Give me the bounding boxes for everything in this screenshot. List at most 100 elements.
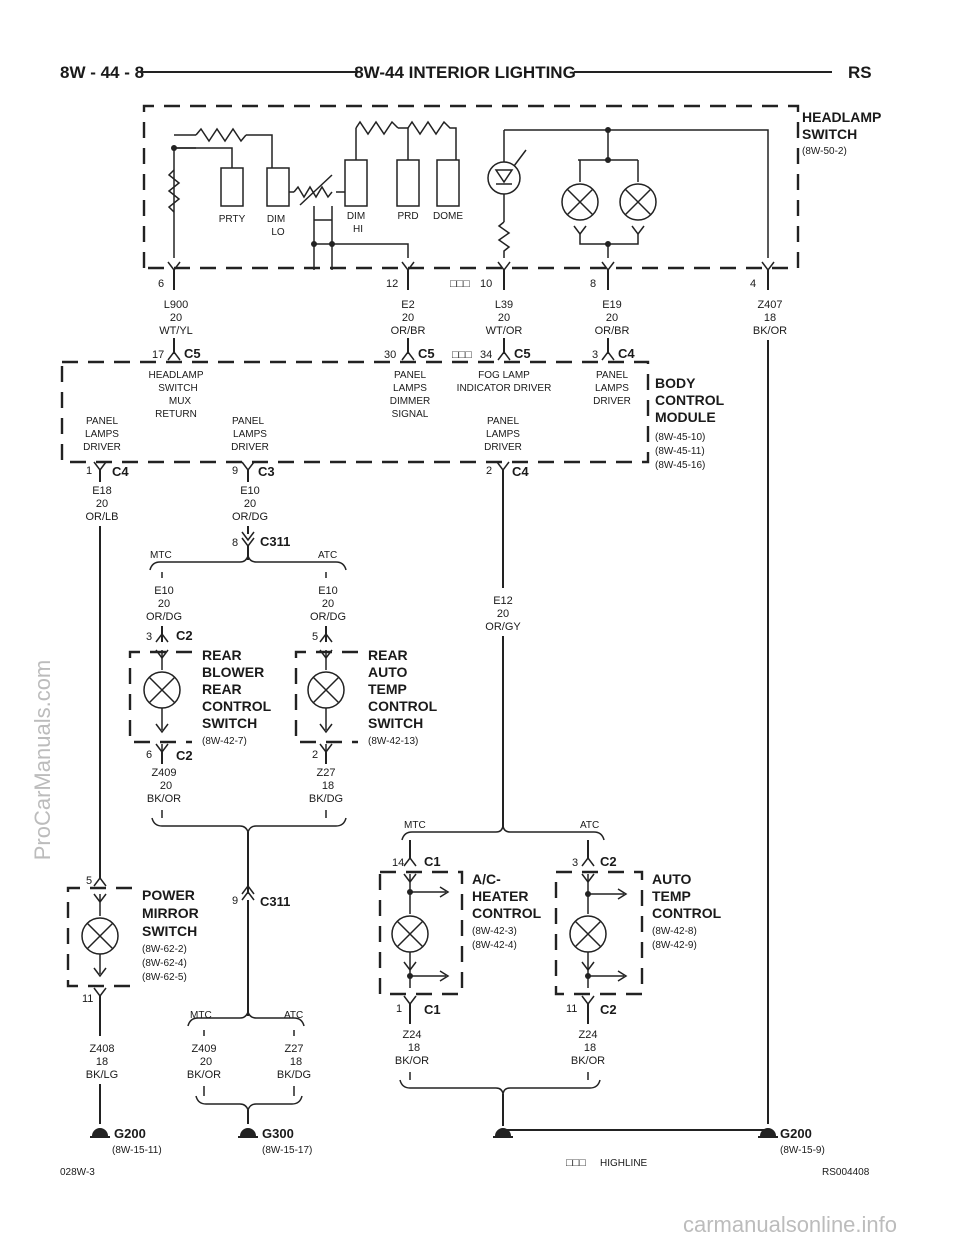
wire-color: BK/LG	[86, 1069, 118, 1081]
auto-temp-control: 3 C2 AUTO TEMP CONTROL (8W-42-8) (8W-42-…	[554, 854, 722, 1080]
component-ref: (8W-62-2)	[142, 944, 187, 955]
pin-desc: PANEL	[596, 370, 628, 381]
header-right: RS	[848, 63, 872, 82]
junction-dot	[585, 891, 591, 897]
wire-color: OR/DG	[146, 611, 182, 623]
fog-indicator-led-icon	[487, 161, 521, 195]
wire-color: OR/LB	[85, 511, 118, 523]
component-title: CONTROL	[652, 905, 722, 921]
dome-label: DOME	[433, 211, 463, 222]
pin-desc: LAMPS	[85, 429, 119, 440]
ground-name: G300	[262, 1126, 294, 1141]
wire-color: BK/DG	[309, 793, 343, 805]
junction-dot	[311, 241, 317, 247]
pin-number: 3	[146, 631, 152, 643]
highline-mark: □□□	[450, 278, 470, 290]
wire-gauge: 20	[96, 498, 108, 510]
bcm-ref-1: (8W-45-10)	[655, 432, 705, 443]
pin-desc: DRIVER	[231, 442, 269, 453]
pin-number: 5	[312, 631, 318, 643]
pin-number: 14	[392, 857, 404, 869]
wire-color: OR/BR	[595, 325, 630, 337]
pin-number: 6	[158, 278, 164, 290]
ground-name: G200	[114, 1126, 146, 1141]
bcm-ref-3: (8W-45-16)	[655, 460, 705, 471]
component-ref: (8W-42-8)	[652, 926, 697, 937]
atc-label: ATC	[318, 550, 337, 561]
pin-number: 1	[396, 1003, 402, 1015]
pin-number: 12	[386, 278, 398, 290]
wire-gauge: 20	[498, 312, 510, 324]
pin-desc: RETURN	[155, 409, 197, 420]
pin-desc: PANEL	[86, 416, 118, 427]
junction-dot	[585, 973, 591, 979]
switch-pin-4: 4 Z407 18 BK/OR	[750, 261, 787, 1124]
ground-ref: (8W-15-9)	[780, 1145, 825, 1156]
connector-id: C5	[514, 346, 531, 361]
wire-gauge: 20	[402, 312, 414, 324]
wire-color: BK/DG	[277, 1069, 311, 1081]
pin-number: 2	[486, 465, 492, 477]
wire-gauge: 18	[96, 1056, 108, 1068]
pin-desc: FOG LAMP	[478, 370, 530, 381]
pin-number: 6	[146, 749, 152, 761]
junction-dot	[407, 889, 413, 895]
footer-left: 028W-3	[60, 1167, 95, 1178]
pin-number: 4	[750, 278, 756, 290]
component-title: BLOWER	[202, 664, 264, 680]
bcm-title-2: CONTROL	[655, 392, 725, 408]
wire-color: OR/DG	[310, 611, 346, 623]
mtc-label: MTC	[190, 1010, 212, 1021]
wire-color: OR/DG	[232, 511, 268, 523]
component-title: AUTO	[652, 871, 692, 887]
component-title: REAR	[202, 681, 242, 697]
wire-gauge: 20	[160, 780, 172, 792]
wire-gauge: 20	[497, 608, 509, 620]
pin-desc: PANEL	[232, 416, 264, 427]
prd-label: PRD	[397, 211, 418, 222]
connector-id: C311	[260, 534, 290, 549]
ground-ref: (8W-15-17)	[262, 1145, 312, 1156]
connector-id: C4	[512, 464, 529, 479]
wire-gauge: 20	[170, 312, 182, 324]
pin-number: 8	[232, 537, 238, 549]
dome-element	[436, 159, 460, 207]
pin-number: 10	[480, 278, 492, 290]
wire-gauge: 18	[322, 780, 334, 792]
wire-code: E12	[493, 595, 513, 607]
rear-blower-control-switch: 3 C2 REAR BLOWER REAR CONTROL SWITCH (8W…	[128, 628, 272, 818]
prd-element	[396, 159, 420, 207]
wire-code: Z27	[317, 767, 336, 779]
switch-pin-10: □□□ 10 L39 20 WT/OR	[450, 261, 522, 354]
ground-g200-left: G200 (8W-15-11)	[90, 1126, 162, 1156]
wire-gauge: 18	[764, 312, 776, 324]
page-footer: 028W-3 □□□ HIGHLINE RS004408	[60, 1157, 870, 1178]
wire-gauge: 20	[158, 598, 170, 610]
connector-id: C4	[618, 346, 635, 361]
pin-number: 9	[232, 465, 238, 477]
component-ref: (8W-42-3)	[472, 926, 517, 937]
wire-code: Z24	[579, 1029, 598, 1041]
dim-hi-element	[344, 159, 368, 207]
wire-code: E18	[92, 485, 112, 497]
ac-heater-control: 14 C1 A/C- HEATER CONTROL (8W-42-3) (8W-…	[378, 854, 542, 1080]
pin-desc: HEADLAMP	[148, 370, 203, 381]
connector-id: C311	[260, 894, 290, 909]
prty-label: PRTY	[219, 214, 246, 225]
component-title: TEMP	[368, 681, 407, 697]
wire-code: Z409	[191, 1043, 216, 1055]
mtc-label: MTC	[150, 550, 172, 561]
wire-code: Z24	[403, 1029, 422, 1041]
pin-desc: LAMPS	[233, 429, 267, 440]
pin-desc: LAMPS	[486, 429, 520, 440]
pin-desc: SIGNAL	[392, 409, 429, 420]
dim-lo-label-2: LO	[271, 227, 285, 238]
pin-number: 34	[480, 349, 492, 361]
junction-dot	[407, 973, 413, 979]
wire-code: E10	[318, 585, 338, 597]
pin-desc: DIMMER	[390, 396, 431, 407]
component-ref: (8W-62-5)	[142, 972, 187, 983]
bcm-bottom-pin-9: PANEL LAMPS DRIVER 9 C3 E10 20 OR/DG	[231, 416, 275, 534]
pin-desc: INDICATOR DRIVER	[457, 383, 552, 394]
